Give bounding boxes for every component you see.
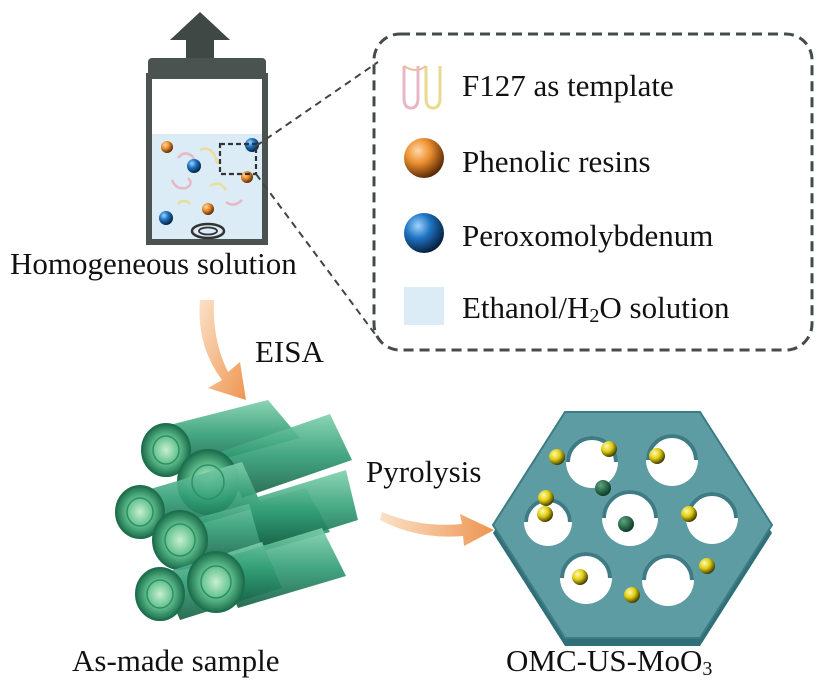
moo3-particle [681,506,697,522]
legend-solution-label: Ethanol/H2O solution [462,292,729,326]
pore [642,554,694,606]
cylinder [141,400,300,477]
pore [646,434,698,486]
cylinder-bundle [115,400,358,621]
cylinder [248,470,358,550]
legend-solution-prefix: Ethanol/H [462,290,590,325]
phenolic-legend-icon [404,138,444,178]
legend-solution-suffix: O solution [599,290,730,325]
stir-bar-icon [190,222,226,240]
phenolic-sphere [202,203,214,215]
zoom-connector-top [255,61,379,147]
as-made-sample-label: As-made sample [72,643,280,678]
pore [686,492,738,544]
moo3-particle [649,448,665,464]
legend-peroxo-label: Peroxomolybdenum [462,218,714,253]
moo3-particle [537,506,553,522]
legend-f127-label: F127 as template [462,68,674,103]
product-label-main: OMC-US-MoO [506,643,703,678]
product-label-subscript: 3 [702,658,713,680]
moo3-particle [538,490,554,506]
f127-strand [177,199,191,205]
moo3-particle [601,441,617,457]
cylinder [187,528,346,613]
peroxo-sphere [187,159,201,173]
up-arrow-icon [170,12,230,62]
moo3-particle [595,480,611,496]
f127-strand [199,147,220,165]
f127-strand [170,177,192,190]
eisa-arrow-icon [199,300,246,400]
legend-phenolic-label: Phenolic resins [462,144,651,179]
moo3-particle [549,449,565,465]
moo3-particle [699,558,715,574]
f127-icon [402,65,442,110]
peroxo-sphere [159,211,173,225]
pore [524,498,572,546]
reaction-bottle [146,12,268,245]
peroxo-legend-icon [404,213,444,253]
pyrolysis-label: Pyrolysis [366,454,482,489]
eisa-label: EISA [255,334,324,369]
phenolic-sphere [161,141,173,153]
product-label: OMC-US-MoO3 [506,645,712,679]
pyrolysis-arrow-icon [380,512,494,546]
zoom-box [218,142,258,176]
legend-box [372,32,814,352]
moo3-particle [618,516,634,532]
f127-strand [209,182,228,191]
hexagonal-plate [491,411,774,646]
phenolic-sphere [241,171,253,183]
stir-bar-inner [198,226,218,236]
f127-strand [225,199,243,206]
zoom-connector-bottom [255,173,379,339]
moo3-particle [624,587,640,603]
moo3-particle [572,569,588,585]
legend-solution-subscript: 2 [589,305,600,327]
solution-legend-icon [404,287,444,325]
homogeneous-solution-label: Homogeneous solution [10,246,297,281]
